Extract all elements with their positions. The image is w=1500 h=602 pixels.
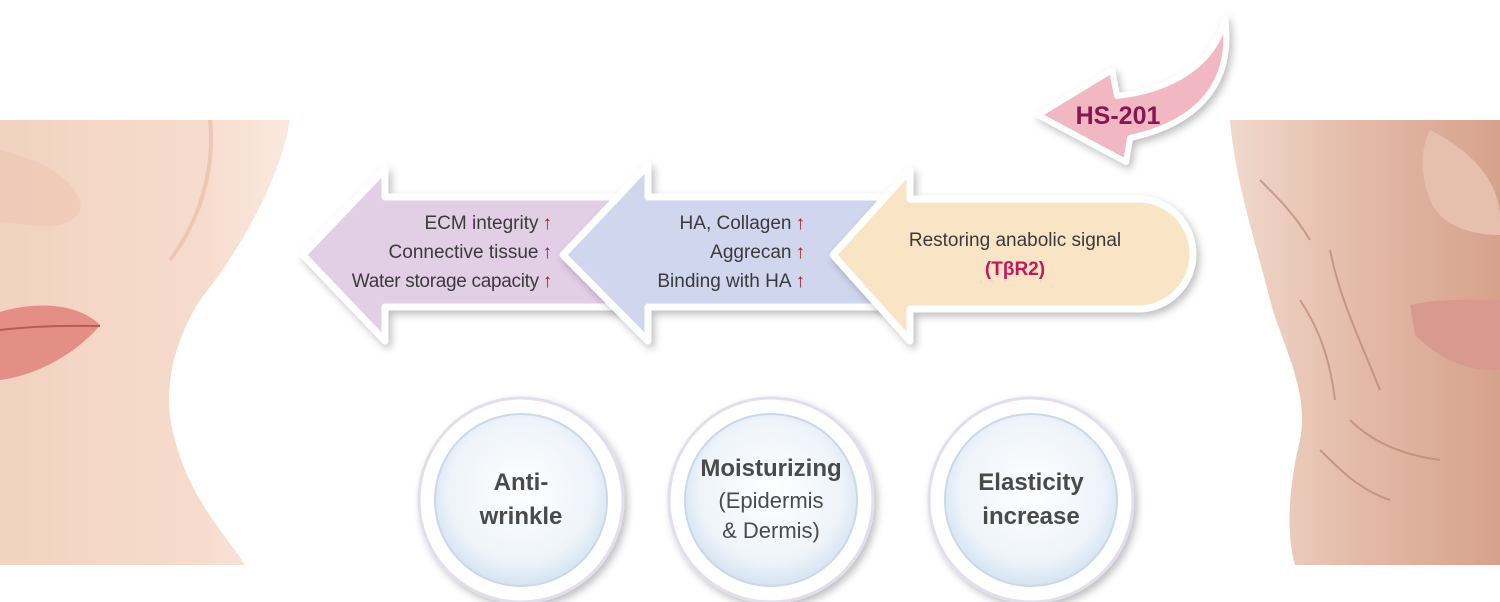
outcome-line-ecm: ECM integrity↑ (424, 213, 553, 234)
young-face-photo (0, 119, 290, 565)
moisturizing-label: Moisturizing (Epidermis & Dermis) (700, 455, 842, 543)
matrix-line-binding: Binding with HA↑ (657, 271, 806, 292)
restoring-arrow (829, 166, 1197, 345)
nose (1422, 130, 1500, 235)
increase-arrow-icon: ↑ (542, 271, 553, 292)
increase-arrow-icon: ↑ (795, 213, 806, 234)
increase-arrow-icon: ↑ (795, 271, 806, 292)
benefit-circle-anti-wrinkle (417, 396, 625, 602)
benefit-circle-moisturizing (667, 396, 875, 602)
restoring-arrow-text: Restoring anabolic signal (TβR2) (870, 226, 1160, 284)
matrix-arrow-text: HA, Collagen↑ Aggrecan↑ Binding with HA↑ (600, 209, 805, 296)
aged-face-photo (1230, 120, 1500, 565)
outcomes-arrow-text: ECM integrity↑ Connective tissue↑ Water … (330, 209, 553, 296)
matrix-line-ha-collagen: HA, Collagen↑ (679, 213, 806, 234)
lips (0, 305, 100, 380)
outcome-line-water: Water storage capacity↑ (351, 271, 553, 292)
benefit-circle-elasticity (927, 396, 1135, 602)
matrix-line-aggrecan: Aggrecan↑ (710, 242, 806, 263)
tbr2-label: (TβR2) (984, 259, 1046, 280)
increase-arrow-icon: ↑ (542, 213, 553, 234)
increase-arrow-icon: ↑ (795, 242, 806, 263)
elasticity-label: Elasticity increase (978, 469, 1084, 530)
hs-201-curved-arrow (1035, 15, 1230, 165)
restoring-line: Restoring anabolic signal (908, 230, 1122, 251)
outcome-line-connective: Connective tissue↑ (388, 242, 553, 263)
lips (1410, 299, 1500, 371)
hs-201-label: HS-201 (1075, 102, 1161, 130)
increase-arrow-icon: ↑ (542, 242, 553, 263)
anti-wrinkle-label: Anti- wrinkle (479, 469, 563, 530)
